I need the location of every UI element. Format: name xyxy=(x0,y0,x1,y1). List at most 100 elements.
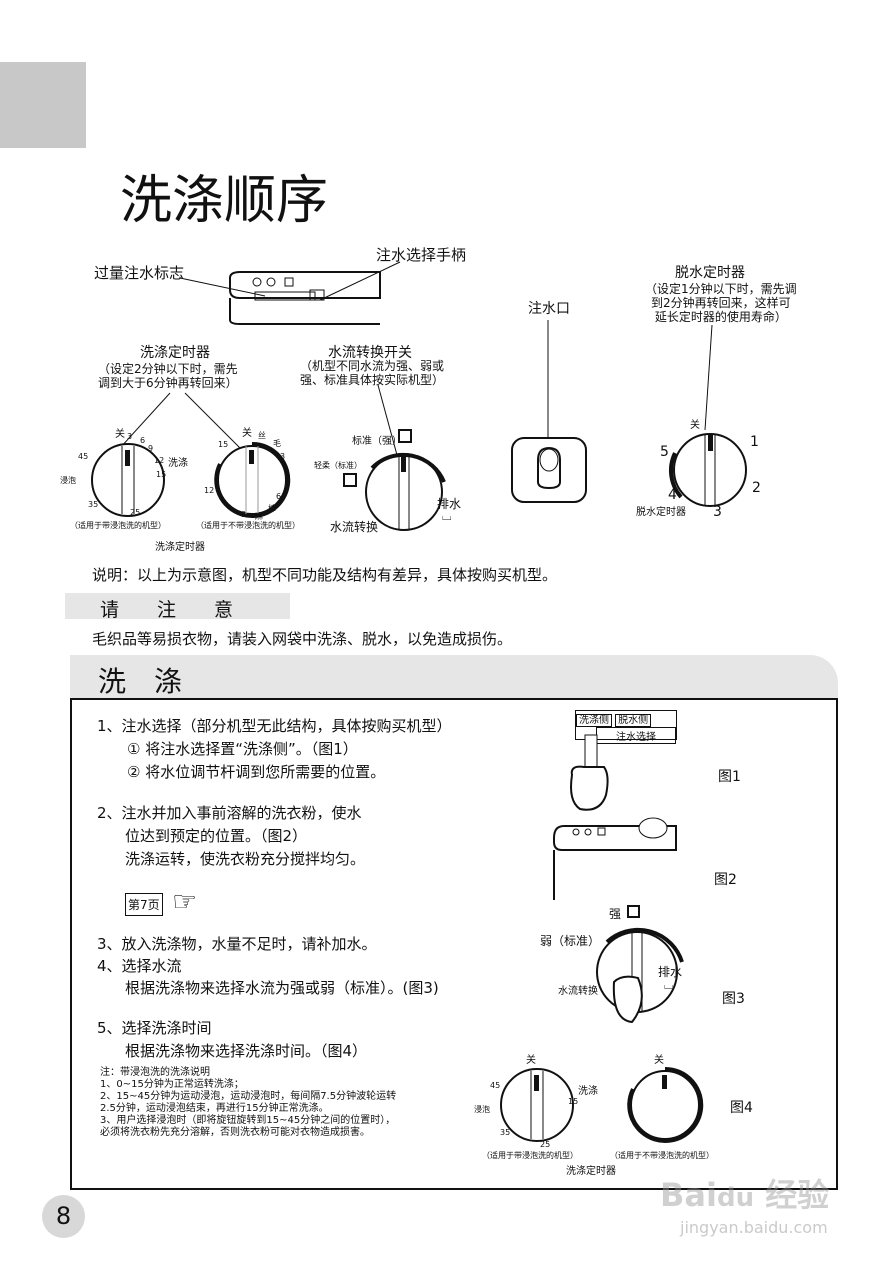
strong-icon xyxy=(398,429,412,443)
fabric-label: 棉 xyxy=(268,504,276,513)
hand-illustration xyxy=(570,734,609,811)
step-text: 根据洗涤物来选择洗涤时间。（图4） xyxy=(125,1042,368,1060)
dial-caption: （适用于不带浸泡洗的机型） xyxy=(610,1151,714,1160)
tick: 35 xyxy=(500,1128,511,1137)
note-line: 2.5分钟，运动浸泡结束，再进行15分钟正常洗涤。 xyxy=(100,1103,329,1114)
note-line: 到2分钟再转回来，这样可 xyxy=(651,296,791,310)
flow-switch-note: （机型不同水流为强、弱或 强、标准具体按实际机型） xyxy=(300,359,444,387)
note-line: 必须将洗衣粉先充分溶解，否则洗衣粉可能对衣物造成损害。 xyxy=(100,1127,370,1138)
drain-icon: ⌴ xyxy=(442,509,452,523)
control-panel-illustration xyxy=(229,271,381,325)
fig2-illustration xyxy=(553,817,677,900)
spin-timer-title: 脱水定时器 xyxy=(675,265,745,281)
standard-strong-label: 标准（强） xyxy=(352,436,402,447)
dial-caption: （适用于不带浸泡洗的机型） xyxy=(196,521,300,530)
inlet-handle-label: 注水选择手柄 xyxy=(376,246,467,264)
wash-timer-dial-nosoak xyxy=(214,441,291,518)
inlet-label: 注水口 xyxy=(528,301,570,317)
step-text: 根据洗涤物来选择水流为强或弱（标准）。(图3) xyxy=(125,979,439,997)
dial-caption: （适用于带浸泡洗的机型） xyxy=(482,1151,578,1160)
fig1-label: 图1 xyxy=(718,769,741,785)
flow-dial-caption: 水流转换 xyxy=(558,986,598,997)
attention-heading-bar xyxy=(65,593,290,619)
watermark-logo: Baidu 经验 xyxy=(660,1176,830,1214)
spin-dial-caption: 脱水定时器 xyxy=(636,507,686,518)
fig2-label: 图2 xyxy=(714,872,737,888)
tick: 9 xyxy=(148,444,154,453)
soak-range-label: 浸泡 xyxy=(60,476,76,485)
spin-side-option[interactable]: 脱水侧 xyxy=(615,714,652,727)
page-title: 洗涤顺序 xyxy=(120,171,329,231)
wash-section-header xyxy=(70,655,838,699)
tick: 12 xyxy=(154,456,165,465)
tick: 3 xyxy=(280,452,286,461)
dial-off-label: 关 xyxy=(690,420,700,431)
tick: 3 xyxy=(127,432,133,441)
note-line: （设定1分钟以下时，需先调 xyxy=(645,282,797,296)
fig3-label: 图3 xyxy=(722,991,745,1007)
fig4-label: 图4 xyxy=(730,1100,753,1116)
drain-label: 排水 xyxy=(437,497,462,511)
tick: 25 xyxy=(540,1140,551,1149)
dial-off-label: 关 xyxy=(242,428,252,439)
step-text: 洗涤运转，使洗衣粉充分搅拌均匀。 xyxy=(125,850,366,868)
note-line: （机型不同水流为强、弱或 xyxy=(300,359,445,373)
tick: 15 xyxy=(156,470,167,479)
soak-range-label: 浸泡 xyxy=(474,1105,490,1114)
water-inlet-illustration xyxy=(511,437,587,503)
note-line: 1、0~15分钟为正常运转洗涤； xyxy=(100,1079,244,1090)
step-text: 1、注水选择（部分机型无此结构，具体按购买机型） xyxy=(97,717,452,735)
flow-switch-dial xyxy=(365,452,446,531)
page-number: 8 xyxy=(55,1202,72,1230)
pointing-hand-icon: ☞ xyxy=(172,885,198,918)
page-reference[interactable]: 第7页 xyxy=(125,893,163,916)
step-text: 位达到预定的位置。（图2） xyxy=(125,827,308,845)
dial-off-label: 关 xyxy=(115,429,125,440)
dial-off-label: 关 xyxy=(654,1055,664,1066)
attention-heading: 请 注 意 xyxy=(100,599,234,621)
note-line: 强、标准具体按实际机型） xyxy=(300,373,445,387)
drain-label: 排水 xyxy=(658,965,683,979)
spin-timer-dial xyxy=(669,433,747,507)
tick: 2 xyxy=(752,480,761,496)
tick: 12 xyxy=(204,486,215,495)
drain-icon: ⌴ xyxy=(664,978,674,992)
step-text: 2、注水并加入事前溶解的洗衣粉，使水 xyxy=(97,804,362,822)
wash-side-option[interactable]: 洗涤侧 xyxy=(576,714,612,727)
fig1-panel: 洗涤侧 脱水侧 注水选择 xyxy=(575,710,677,744)
fabric-label: 麻 xyxy=(255,512,263,521)
tick: 1 xyxy=(750,434,759,450)
step-text: 4、选择水流 xyxy=(97,957,182,975)
wash-timer-caption: 洗涤定时器 xyxy=(155,542,205,553)
gentle-icon xyxy=(343,473,357,487)
wash-range-label: 洗涤 xyxy=(578,1086,598,1097)
step-text: 3、放入洗涤物，水量不足时，请补加水。 xyxy=(97,935,377,953)
wash-timer-title: 洗涤定时器 xyxy=(140,345,210,361)
dial-caption: （适用于带浸泡洗的机型） xyxy=(70,521,166,530)
dial-off-label: 关 xyxy=(526,1055,536,1066)
strong-icon xyxy=(627,905,640,918)
wash-timer-dial-soak xyxy=(91,443,165,517)
tick: 4 xyxy=(668,487,677,503)
watermark-url: jingyan.baidu.com xyxy=(680,1218,828,1237)
tick: 45 xyxy=(490,1081,501,1090)
tick: 15 xyxy=(218,440,229,449)
flow-switch-title: 水流转换开关 xyxy=(328,345,412,361)
note-line: 调到大于6分钟再转回来） xyxy=(98,376,238,390)
gentle-label: 轻柔（标准） xyxy=(314,461,362,470)
note-line: 延长定时器的使用寿命） xyxy=(654,310,787,324)
fig3-dial xyxy=(596,927,684,1024)
step-text: ② 将水位调节杆调到您所需要的位置。 xyxy=(127,763,386,781)
corner-tab xyxy=(0,62,86,148)
spin-timer-note: （设定1分钟以下时，需先调 到2分钟再转回来，这样可 延长定时器的使用寿命） xyxy=(645,282,797,324)
step-text: 5、选择洗涤时间 xyxy=(97,1019,212,1037)
wash-timer-caption: 洗涤定时器 xyxy=(566,1166,616,1177)
tick: 45 xyxy=(78,452,89,461)
tick: 6 xyxy=(140,436,146,445)
leader-lines xyxy=(119,261,713,465)
fabric-label: 毛 xyxy=(273,439,281,448)
weak-label: 弱（标准） xyxy=(540,934,601,948)
attention-text: 毛织品等易损衣物，请装入网袋中洗涤、脱水，以免造成损伤。 xyxy=(92,630,513,648)
tick: 15 xyxy=(568,1097,579,1106)
